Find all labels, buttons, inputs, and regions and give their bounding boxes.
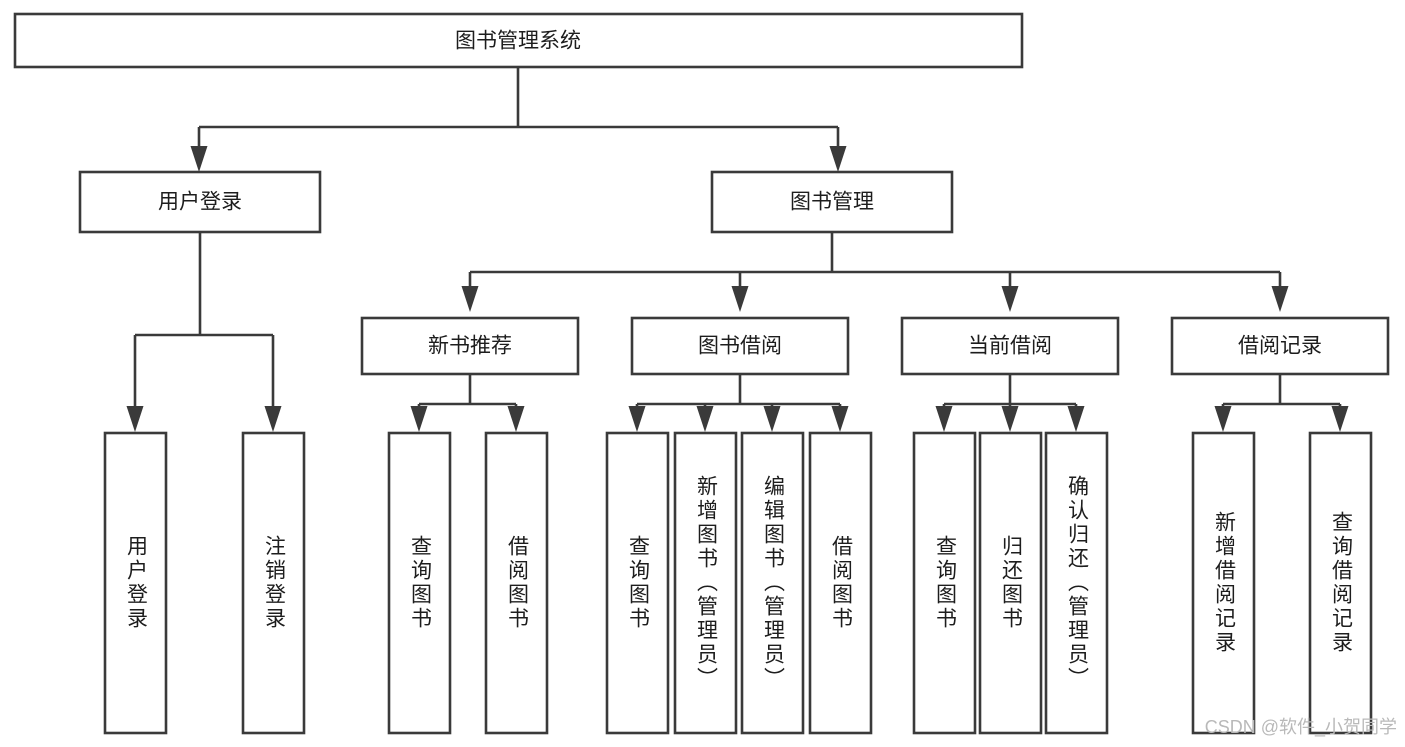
arrow-to-leaf-add-book (696, 406, 714, 432)
connector-book-borrow-to-leaves (635, 374, 842, 406)
leaf-node-logout[interactable]: 注销登录 (241, 431, 306, 735)
node-book-borrow[interactable]: 图书借阅 (630, 316, 850, 376)
arrow-to-leaf-query-book-1 (410, 406, 428, 432)
node-user-login[interactable]: 用户登录 (78, 170, 322, 234)
connector-root-to-level2 (197, 67, 840, 146)
leaf-user-login-label: 用户登录 (124, 535, 148, 631)
leaf-logout-label: 注销登录 (262, 535, 286, 631)
arrow-to-leaf-edit-book (763, 406, 781, 432)
arrow-to-current-borrow (1001, 286, 1019, 312)
leaf-confirm-return-label: 确认归还（管理员） (1065, 475, 1089, 691)
leaf-query-book-2-label: 查询图书 (626, 535, 650, 631)
leaf-add-book-label: 新增图书（管理员） (694, 475, 718, 691)
leaf-node-query-book-3[interactable]: 查询图书 (912, 431, 977, 735)
node-book-borrow-label: 图书借阅 (698, 335, 782, 358)
connector-new-book-recommend-to-leaves (417, 374, 518, 406)
connector-user-login-to-leaves (133, 232, 275, 406)
node-new-book-recommend-label: 新书推荐 (428, 335, 512, 358)
connector-borrow-record-to-leaves (1221, 374, 1342, 406)
leaf-node-query-record[interactable]: 查询借阅记录 (1308, 431, 1373, 735)
connector-current-borrow-to-leaves (942, 374, 1078, 406)
arrow-to-leaf-borrow-book-2 (831, 406, 849, 432)
arrow-to-leaf-query-book-3 (935, 406, 953, 432)
node-current-borrow[interactable]: 当前借阅 (900, 316, 1120, 376)
arrow-to-new-book-recommend (461, 286, 479, 312)
leaf-query-book-3-label: 查询图书 (933, 535, 957, 631)
node-book-manage-label: 图书管理 (790, 191, 874, 214)
leaf-borrow-book-1-label: 借阅图书 (505, 535, 529, 631)
node-root-label: 图书管理系统 (455, 30, 581, 53)
node-book-manage[interactable]: 图书管理 (710, 170, 954, 234)
node-current-borrow-label: 当前借阅 (968, 335, 1052, 358)
leaf-node-return-book[interactable]: 归还图书 (978, 431, 1043, 735)
leaf-node-edit-book[interactable]: 编辑图书（管理员） (740, 431, 805, 735)
node-user-login-label: 用户登录 (158, 191, 242, 214)
arrow-to-leaf-return-book (1001, 406, 1019, 432)
node-borrow-record[interactable]: 借阅记录 (1170, 316, 1390, 376)
arrow-to-user-login (190, 146, 208, 172)
arrow-to-leaf-logout (264, 406, 282, 432)
arrow-to-leaf-user-login (126, 406, 144, 432)
node-new-book-recommend[interactable]: 新书推荐 (360, 316, 580, 376)
leaf-query-book-1-label: 查询图书 (408, 535, 432, 631)
node-root-system[interactable]: 图书管理系统 (13, 12, 1024, 69)
arrow-to-book-borrow (731, 286, 749, 312)
leaf-borrow-book-2-label: 借阅图书 (829, 535, 853, 631)
leaf-node-confirm-return[interactable]: 确认归还（管理员） (1044, 431, 1109, 735)
leaf-query-record-label: 查询借阅记录 (1329, 511, 1353, 655)
arrow-to-leaf-query-record (1331, 406, 1349, 432)
leaf-node-add-book[interactable]: 新增图书（管理员） (673, 431, 738, 735)
leaf-edit-book-label: 编辑图书（管理员） (761, 475, 785, 691)
leaf-return-book-label: 归还图书 (999, 535, 1023, 631)
arrow-to-leaf-query-book-2 (628, 406, 646, 432)
leaf-node-borrow-book-1[interactable]: 借阅图书 (484, 431, 549, 735)
node-borrow-record-label: 借阅记录 (1238, 335, 1322, 358)
connector-book-manage-to-level3 (468, 232, 1282, 286)
leaf-node-query-book-2[interactable]: 查询图书 (605, 431, 670, 735)
leaf-node-add-record[interactable]: 新增借阅记录 (1191, 431, 1256, 735)
leaf-node-query-book-1[interactable]: 查询图书 (387, 431, 452, 735)
arrow-to-leaf-confirm-return (1067, 406, 1085, 432)
arrow-to-leaf-add-record (1214, 406, 1232, 432)
leaf-add-record-label: 新增借阅记录 (1212, 511, 1236, 655)
leaf-node-borrow-book-2[interactable]: 借阅图书 (808, 431, 873, 735)
arrow-to-book-manage (829, 146, 847, 172)
arrow-to-borrow-record (1271, 286, 1289, 312)
arrow-to-leaf-borrow-book-1 (507, 406, 525, 432)
leaf-node-user-login[interactable]: 用户登录 (103, 431, 168, 735)
